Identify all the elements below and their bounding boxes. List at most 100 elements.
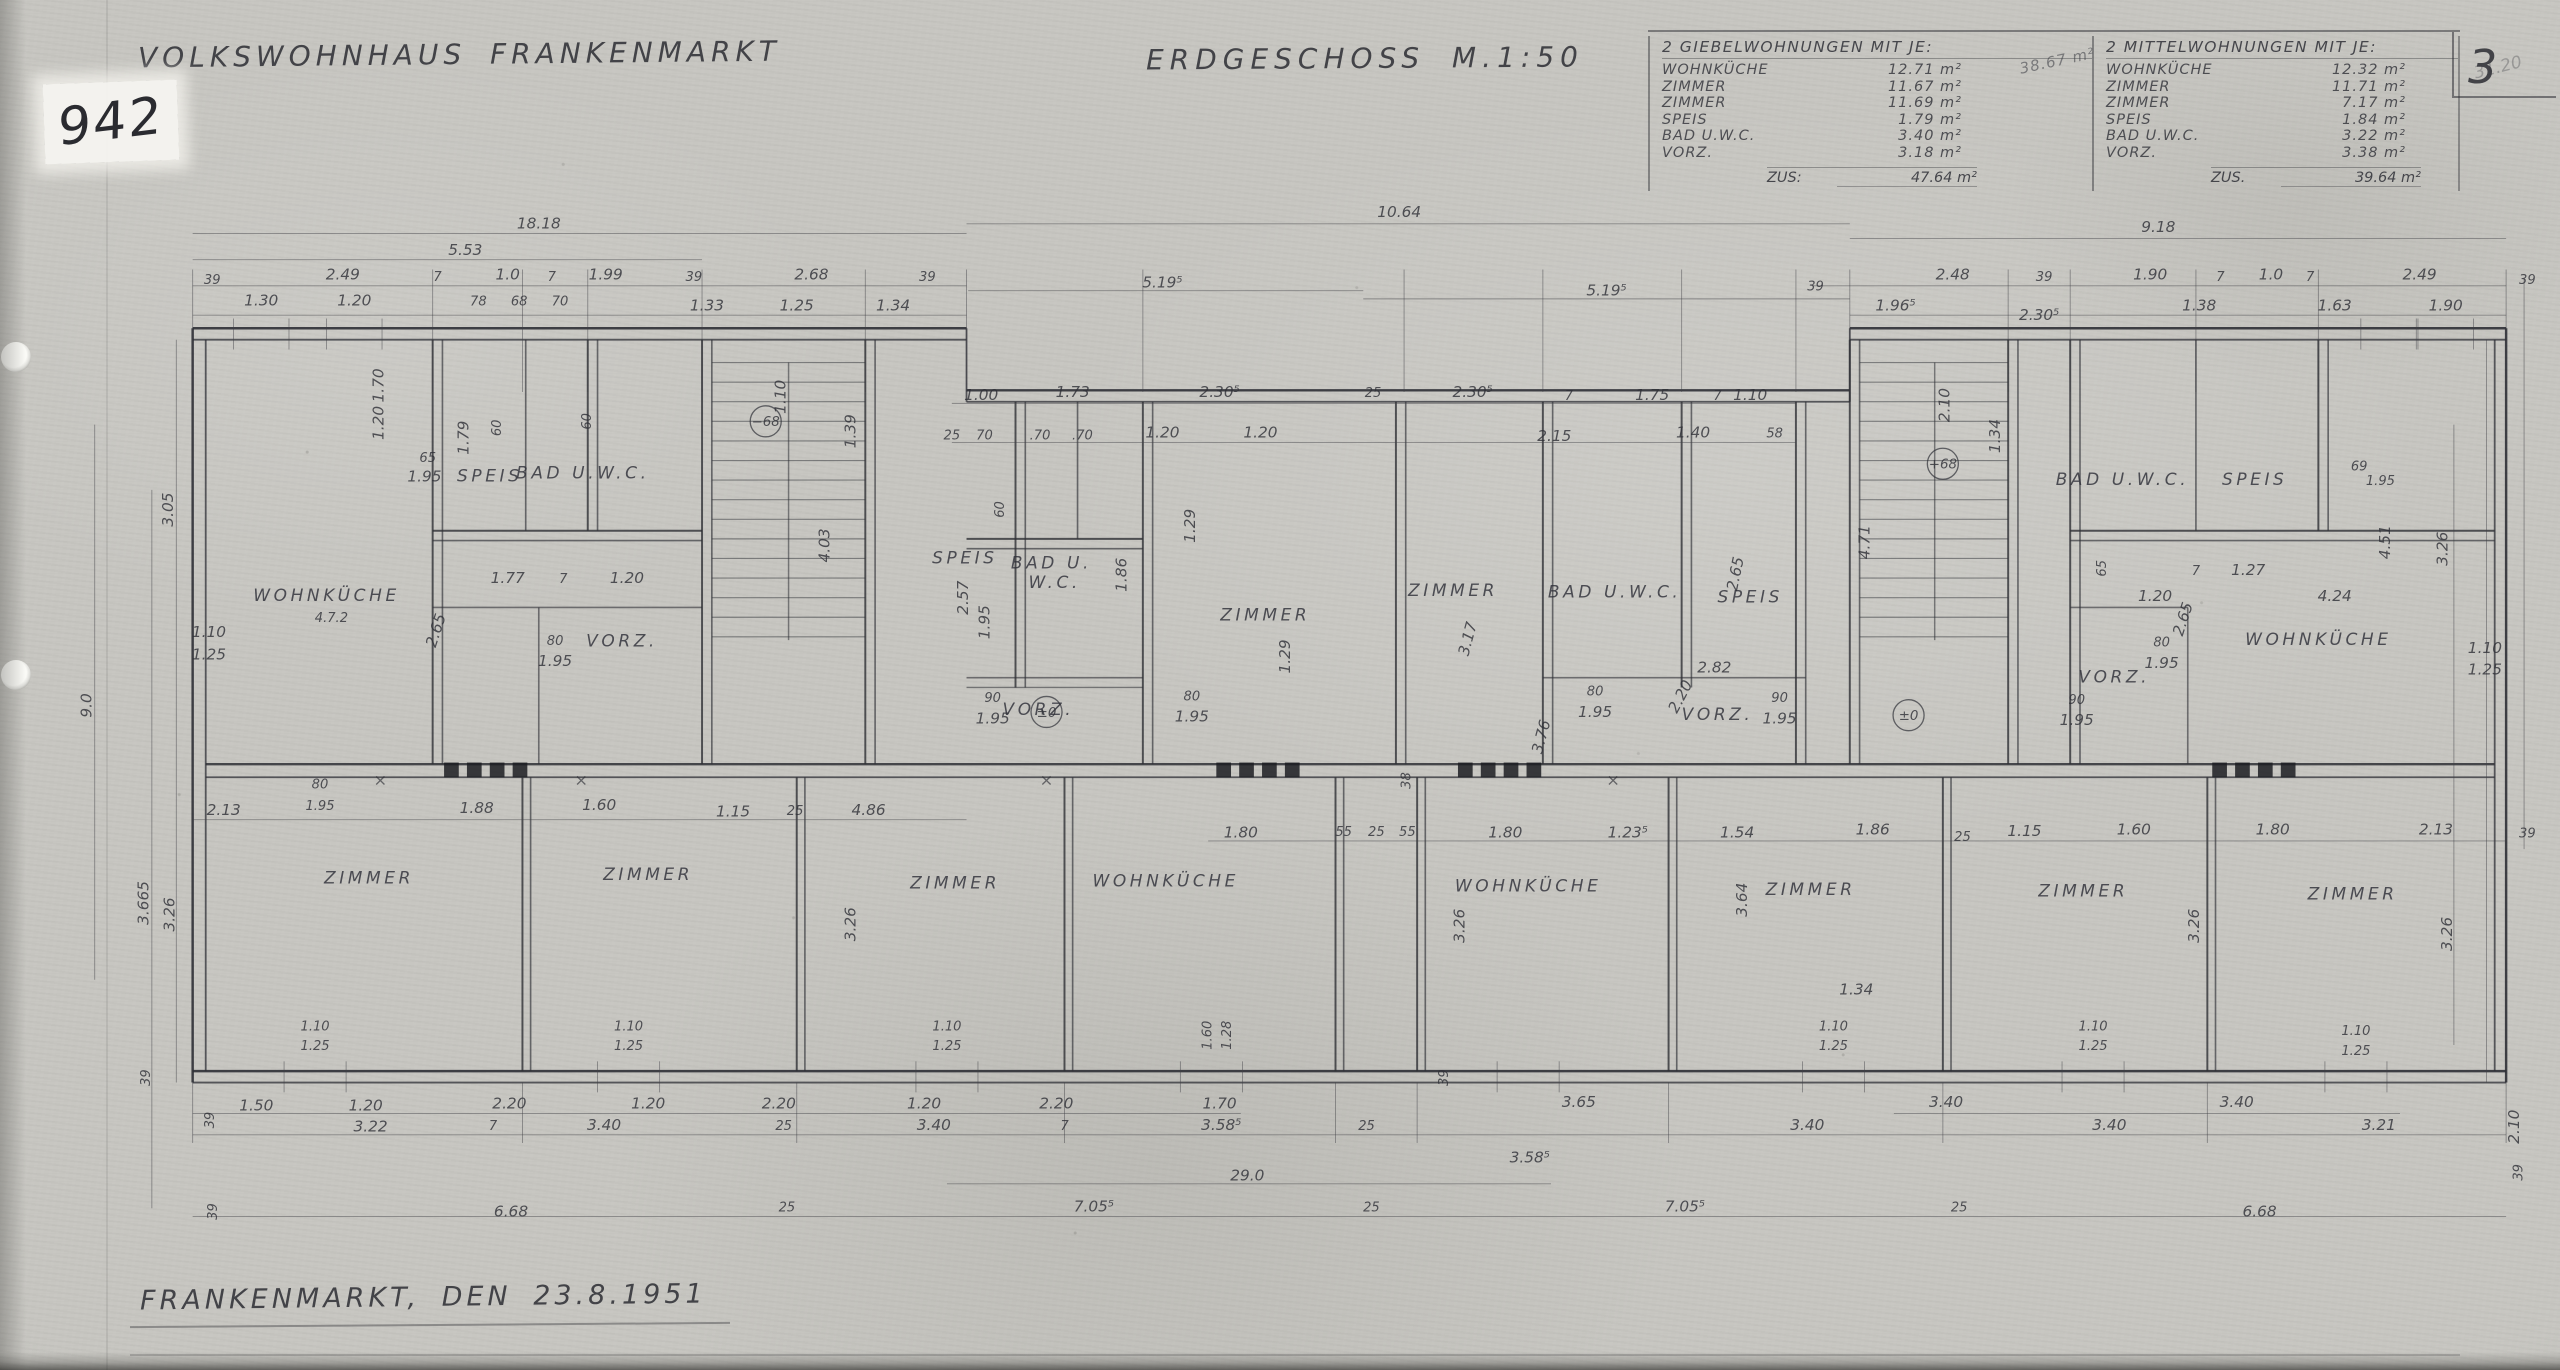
dimension-label: 39 [686, 270, 703, 285]
punch-hole [1, 660, 31, 690]
dimension-label: 2.82 [1697, 659, 1731, 677]
legend-header: 2 MITTELWOHNUNGEN MIT JE: [2106, 38, 2458, 59]
dimension-label: 25 [787, 804, 804, 819]
dimension-label: 1.10 [2341, 1024, 2370, 1039]
legend-room-area: 1.84 m² [2342, 111, 2406, 128]
dimension-label: 1.95 [1175, 708, 1209, 726]
dimension-label: 80 [1184, 690, 1201, 705]
legend-room-label: SPEIS [2106, 111, 2152, 128]
dimension-label: 1.25 [192, 646, 226, 664]
dimension-label: 1.10 [2468, 639, 2502, 657]
level-mark-circle [1030, 695, 1063, 729]
door-sill-symbol [444, 762, 459, 778]
dimension-label: 39 [1437, 1069, 1452, 1086]
archive-number: 942 [57, 85, 165, 159]
dimension-label: 60 [490, 420, 505, 437]
dimension-label: 5.19⁵ [1586, 282, 1626, 300]
dimension-label: 2.15 [1537, 427, 1571, 445]
dimension-label: 1.75 [1635, 386, 1669, 404]
dimension-label: 2.49 [2403, 265, 2437, 283]
dimension-label: 10.64 [1377, 203, 1421, 221]
dimension-label: 4.71 [1855, 525, 1873, 559]
dimension-label: 80 [2153, 636, 2170, 651]
dimension-label: 7 [2192, 564, 2201, 579]
level-mark-circle [749, 405, 782, 438]
dimension-label: 1.90 [2429, 296, 2463, 314]
dimension-label: 7 [1713, 389, 1722, 404]
level-mark-value: −68 [752, 415, 780, 430]
legend-room-label: BAD U.W.C. [1662, 128, 1756, 145]
dimension-label: 70 [552, 294, 569, 309]
door-sill-symbol [1239, 762, 1254, 778]
room-label: W.C. [1028, 573, 1080, 593]
dimension-label: 39 [204, 273, 221, 288]
cross-mark: × [1040, 770, 1054, 789]
dimension-label: .70 [1072, 428, 1093, 443]
dimension-label: 80 [1587, 685, 1604, 700]
room-label: ZIMMER [602, 865, 693, 885]
dimension-label: 1.60 [1200, 1021, 1215, 1050]
legend-room-label: ZIMMER [1662, 78, 1727, 95]
legend-row: VORZ.3.38 m² [2106, 145, 2458, 162]
door-sill-symbol [512, 762, 528, 778]
room-label: SPEIS [2222, 470, 2287, 490]
dimension-label: 1.77 [491, 569, 525, 587]
level-mark-value: ±0 [1037, 706, 1057, 721]
dimension-label: 90 [1771, 691, 1788, 706]
dimension-label: 25 [1951, 1201, 1968, 1216]
dimension-label: 7 [489, 1119, 498, 1134]
room-label: BAD U.W.C. [1548, 583, 1681, 603]
dimension-label: 2.13 [207, 801, 241, 819]
dimension-label: 2.65 [2169, 600, 2197, 638]
dimension-label: 3.76 [1528, 718, 1554, 756]
dimension-label: 1.20 [370, 406, 388, 440]
dimension-label: 1.25 [780, 296, 814, 314]
dimension-label: 1.33 [690, 296, 724, 314]
legend-room-area: 3.40 m² [1898, 128, 1962, 145]
dimension-label: 25 [775, 1119, 792, 1134]
cross-mark: × [574, 770, 588, 789]
dimension-label: 18.18 [517, 215, 561, 233]
dimension-label: 1.95 [1578, 703, 1612, 721]
dimension-label: 2.20 [762, 1095, 796, 1113]
dimension-label: 39 [2519, 827, 2536, 842]
dimension-label: 2.20 [492, 1095, 526, 1113]
dimension-label: 2.49 [326, 265, 360, 283]
dimension-label: 1.20 [337, 291, 371, 309]
room-label: BAD U.W.C. [516, 463, 649, 483]
dimension-label: 90 [984, 691, 1001, 706]
dimension-label: 1.20 [349, 1096, 383, 1114]
dimension-label: 25 [779, 1201, 796, 1216]
dimension-label: 65 [419, 451, 436, 466]
dimension-label: 39 [206, 1203, 221, 1220]
room-label: ZIMMER [1219, 606, 1310, 626]
dimension-label: 90 [2068, 693, 2085, 708]
legend-row: BAD U.W.C.3.22 m² [2106, 128, 2458, 145]
legend-total-value: 47.64 m² [1837, 170, 1977, 187]
dimension-label: 1.60 [2117, 820, 2151, 838]
sheet-corner-line [2452, 32, 2454, 96]
dimension-label: 3.665 [135, 881, 153, 925]
dimension-label: 1.30 [244, 291, 278, 309]
level-mark-value: ±0 [1899, 709, 1919, 724]
dimension-label: 2.10 [2505, 1110, 2523, 1144]
legend-room-label: ZIMMER [1662, 95, 1727, 112]
dimension-label: 5.53 [448, 241, 482, 259]
dimension-label: 1.60 [582, 796, 616, 814]
dimension-label: 39 [139, 1069, 154, 1086]
dimension-label: 58 [1766, 427, 1783, 442]
door-sill-symbol [2235, 762, 2250, 778]
legend-room-label: WOHNKÜCHE [1662, 62, 1769, 78]
dimension-label: 1.10 [771, 380, 789, 414]
room-label: BAD U. [1011, 553, 1092, 573]
legend-room-label: BAD U.W.C. [2106, 128, 2200, 145]
room-label: ZIMMER [1407, 581, 1498, 601]
legend-total-row: ZUS: 47.64 m² [1767, 166, 1977, 187]
dimension-label: 7 [433, 270, 442, 285]
dimension-label: 1.25 [614, 1039, 643, 1054]
